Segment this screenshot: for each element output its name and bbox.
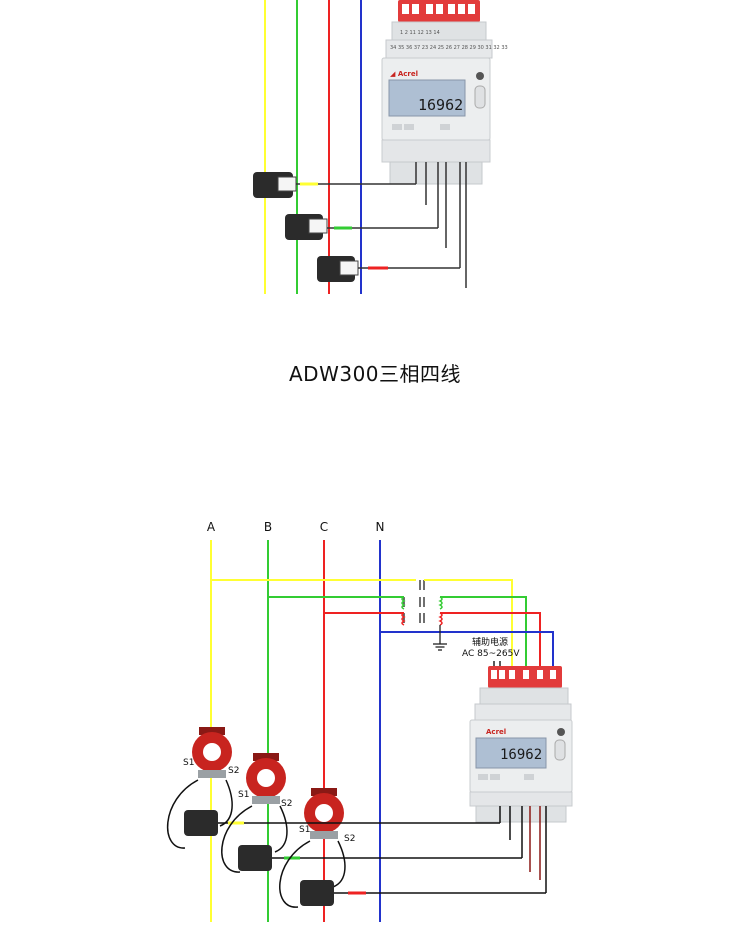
- ct-ring-c: S1 S2: [299, 788, 355, 844]
- ground-symbol: [433, 625, 447, 651]
- meter: Acrel 16962: [469, 666, 573, 823]
- ct-ring-a: S1 S2: [183, 727, 239, 778]
- ct-ring-b: S1 S2: [238, 753, 292, 809]
- ct-secondary-c: [279, 806, 547, 908]
- svg-text:◢ Acrel: ◢ Acrel: [390, 70, 418, 78]
- ct-c-s2: S2: [344, 834, 355, 844]
- top-lcd: [388, 79, 466, 117]
- meter-display-value: 16962: [500, 747, 542, 763]
- top-diagram: 1 2 11 12 13 14 34 35 36 37 23 24 25 26 …: [253, 0, 508, 294]
- ct-secondary-b: [221, 805, 523, 873]
- aux-power-spec: AC 85~265V: [462, 649, 520, 659]
- top-ct-a: [253, 162, 417, 198]
- ct-b-s2: S2: [281, 799, 292, 809]
- svg-text:1 2 11 12 13 14: 1 2 11 12 13 14: [400, 30, 440, 36]
- meter-brand: Acrel: [486, 728, 506, 736]
- bottom-diagram: A B C N: [166, 520, 573, 922]
- phase-label-c: C: [320, 520, 328, 534]
- diagram-caption: ADW300三相四线: [288, 362, 462, 386]
- top-ct-b: [285, 162, 439, 240]
- ct-c-s1: S1: [299, 825, 310, 835]
- phase-label-b: B: [264, 520, 272, 534]
- phase-label-a: A: [207, 520, 216, 534]
- ct-a-s2: S2: [228, 766, 239, 776]
- ct-a-s1: S1: [183, 758, 194, 768]
- meter-lcd: [475, 737, 547, 769]
- aux-power-title: 辅助电源: [472, 636, 508, 648]
- ct-secondary-a: [166, 779, 501, 849]
- top-ct-c: [317, 162, 461, 282]
- ct-b-s1: S1: [238, 790, 249, 800]
- svg-text:34 35 36 37 23 24 25 26 27 28: 34 35 36 37 23 24 25 26 27 28 29 30 31 3…: [390, 45, 508, 51]
- top-meter: 1 2 11 12 13 14 34 35 36 37 23 24 25 26 …: [381, 0, 508, 185]
- svg-text:16962: 16962: [418, 96, 463, 114]
- voltage-transformers: [403, 580, 425, 623]
- phase-label-n: N: [376, 520, 385, 534]
